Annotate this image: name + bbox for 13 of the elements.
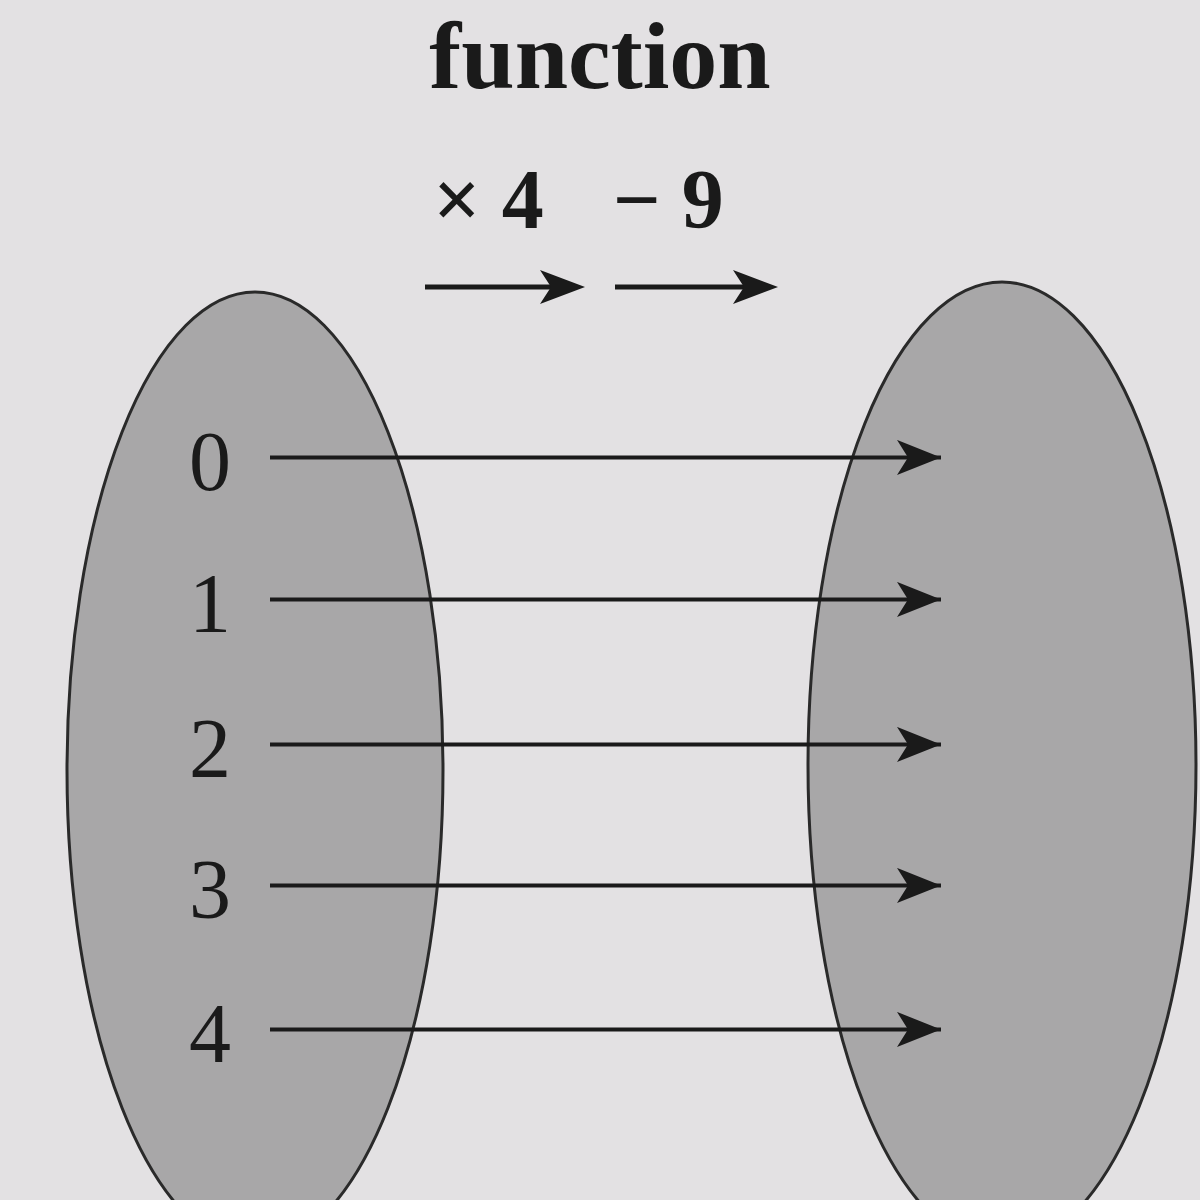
domain-value: 2 — [175, 707, 245, 792]
mapping-arrow — [270, 581, 941, 618]
mapping-arrow — [270, 726, 941, 763]
title: function — [428, 8, 772, 104]
mapping-arrow — [270, 1011, 941, 1048]
operation-label: × 4 — [433, 158, 544, 242]
domain-value: 4 — [175, 992, 245, 1077]
operation-label: − 9 — [613, 158, 724, 242]
domain-value: 0 — [175, 420, 245, 505]
domain-value: 3 — [175, 848, 245, 933]
domain-value: 1 — [175, 562, 245, 647]
mapping-arrow — [270, 439, 941, 476]
mapping-arrow — [270, 867, 941, 904]
